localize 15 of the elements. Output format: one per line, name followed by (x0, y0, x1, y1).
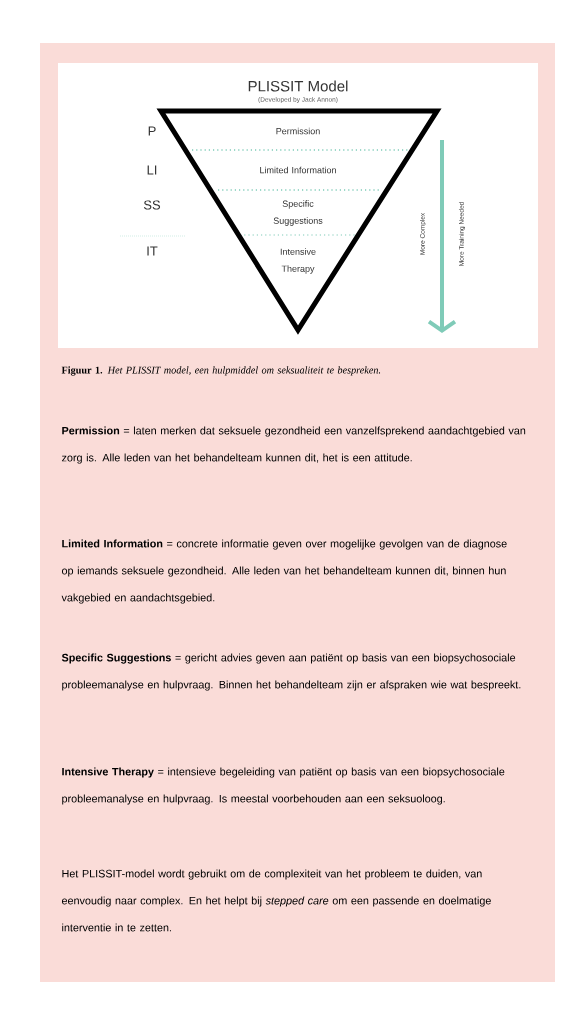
level-label: Specific Suggestions (273, 200, 323, 226)
paragraph: Intensive Therapy = intensieve begeleiding van patiënt op basis van een biopsychosociale probleemanalyse en hulpvraag. Is meestal voorbehouden aan een seksuoloog. (62, 767, 505, 805)
paragraph: Het PLISSIT-model wordt gebruikt om de complexiteit van het probleem te duiden, van eenvoudig naar complex. En het helpt bij stepped care om een passende en doelmatige interventie in te zetten. (62, 869, 491, 932)
paragraph: Specific Suggestions = gericht advies geven aan patiënt op basis van een biopsychosociale probleemanalyse en hulpvraag. Binnen het behandelteam zijn er afspraken wie wat bespreekt. (61, 653, 521, 691)
figure-caption: Figuur 1. Het PLISSIT model, een hulpmiddel om seksualiteit te bespreken. (61, 366, 381, 376)
level-abbreviation: LI (147, 165, 157, 175)
level-abbreviation: P (148, 126, 156, 136)
level-label: Limited Information (260, 166, 336, 174)
level-label: Intensive Therapy (280, 248, 316, 274)
level-abbreviation: IT (147, 246, 158, 256)
paragraph: Permission = laten merken dat seksuele gezondheid een vanzelfsprekend aandachtgebied van zorg is. Alle leden van het behandelteam kunnen dit, het is een attitude. (61, 426, 526, 464)
paragraph: Limited Information = concrete informatie geven over mogelijke gevolgen van de diagnose op iemands seksuele gezondheid. Alle leden van het behandelteam kunnen dit, binnen hun vakgebied en aandachtsgebied. (61, 539, 507, 604)
diagram-title: PLISSIT Model (248, 80, 348, 92)
level-abbreviation: SS (143, 200, 161, 210)
level-label: Permission (276, 127, 320, 135)
